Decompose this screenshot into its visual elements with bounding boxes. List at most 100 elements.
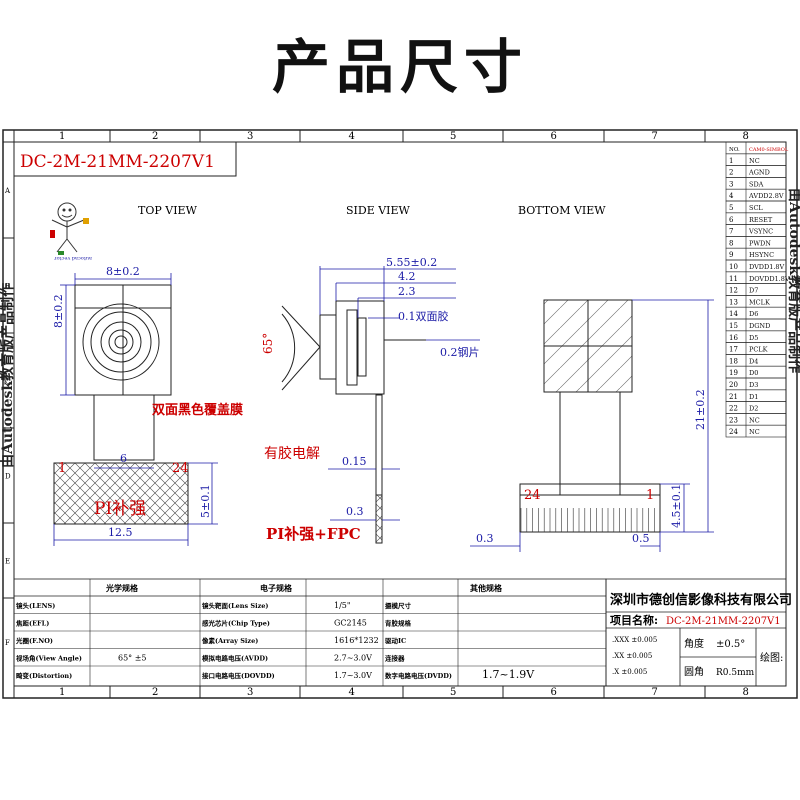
tolerance-line: .XX ±0.005	[612, 652, 652, 660]
pin-signal: AVDD2.8V	[748, 192, 784, 200]
angle-label: 角度	[684, 637, 704, 650]
pin-number: 17	[729, 346, 738, 354]
pin-number: 21	[729, 393, 738, 401]
pin-signal: D0	[749, 369, 758, 377]
top-dim-height: 8±0.2	[52, 294, 65, 328]
spec-header: 光学规格	[105, 583, 139, 593]
top-dim-stiffener-w: 12.5	[108, 526, 133, 539]
spec-table: 光学规格电子规格其他规格镜头(LENS)焦距(EFL)光圈(F.NO)视场角(V…	[13, 578, 607, 687]
pin-number: 3	[729, 180, 733, 188]
spec-label: 镜头靶面(Lens Size)	[202, 601, 269, 610]
pin-signal: DOVDD1.8V	[749, 275, 790, 283]
grid-column-label-1: 1	[59, 131, 65, 142]
pin-number: 23	[729, 416, 738, 424]
spec-header: 电子规格	[260, 583, 293, 593]
spec-value: 1.7~3.0V	[334, 671, 372, 680]
grid-column-label-bottom-2: 2	[152, 687, 158, 698]
pin-number: 20	[729, 381, 738, 389]
pin-number: 13	[729, 298, 738, 306]
spec-value: 1616*1232	[334, 636, 379, 645]
pin-number: 2	[729, 169, 733, 177]
grid-row-label-E: E	[5, 558, 10, 566]
side-dim-total: 5.55±0.2	[386, 256, 437, 269]
pin-signal: DVDD1.8V	[749, 263, 785, 271]
grid-row-label-C: C	[5, 378, 10, 386]
part-number: DC-2M-21MM-2207V1	[20, 152, 215, 172]
pin-signal: MCLK	[749, 298, 770, 306]
watermark-right: 由Autodesk教育版产品制作	[786, 188, 800, 373]
outer-border	[2, 129, 798, 699]
pin-signal: D2	[749, 405, 758, 413]
pin-number: 18	[729, 357, 738, 365]
bottom-dim-length: 21±0.2	[694, 389, 707, 430]
pin-number: 8	[729, 239, 733, 247]
grid-row-label-A: A	[4, 187, 11, 195]
side-dims	[319, 266, 480, 521]
pin-number: 15	[729, 322, 738, 330]
drawing-label: 绘图:	[760, 651, 783, 664]
pin-signal: D5	[749, 334, 758, 342]
grid-column-label-3: 3	[247, 131, 253, 142]
spec-label: 视场角(View Angle)	[16, 654, 82, 663]
grid-column-label-5: 5	[450, 131, 456, 142]
pin-number: 24	[729, 428, 738, 436]
grid-column-label-bottom-6: 6	[551, 687, 557, 698]
top-dim-pin-span: 6	[120, 452, 127, 465]
pin-signal: SDA	[749, 180, 764, 188]
pin-signal: DGND	[749, 322, 770, 330]
spec-value: 65° ±5	[118, 654, 147, 663]
top-pin-first: 1	[58, 461, 66, 476]
side-view-label: SIDE VIEW	[346, 204, 411, 217]
spec-value: GC2145	[334, 619, 367, 628]
bottom-dim-pad: 0.5	[632, 532, 650, 545]
pin-signal: D3	[749, 381, 758, 389]
grid-column-label-bottom-7: 7	[652, 687, 658, 698]
top-stiffener-label: PI补强	[94, 499, 146, 519]
pin-signal: AGND	[748, 169, 770, 177]
side-dim-b: 2.3	[398, 285, 416, 298]
spec-label: 驱动IC	[385, 636, 406, 645]
pin-signal: D6	[749, 310, 758, 318]
pin-number: 22	[729, 405, 738, 413]
radius-label: 圆角	[684, 666, 704, 678]
grid-column-label-bottom-3: 3	[247, 687, 253, 698]
spec-label: 摄模尺寸	[385, 601, 412, 610]
bottom-dim-pitch: 0.3	[476, 532, 494, 545]
pin-number: 12	[729, 287, 738, 295]
side-note-tape: 0.1双面胶	[398, 309, 449, 323]
pin-signal: D7	[749, 287, 758, 295]
spec-label: 镜头(LENS)	[16, 601, 55, 610]
grid-row-label-B: B	[5, 283, 10, 291]
top-note-cover: 双面黑色覆盖膜	[152, 402, 243, 418]
top-dims	[53, 273, 218, 546]
spec-label: 光圈(F.NO)	[15, 636, 53, 645]
bottom-pin-last: 24	[524, 488, 541, 503]
watermark-left: 由Autodesk教育版产品制作	[0, 283, 16, 468]
pin-number: 19	[729, 369, 738, 377]
side-dim-a: 4.2	[398, 270, 416, 283]
bottom-pin-first: 1	[646, 488, 654, 503]
pin-signal: SCL	[749, 204, 763, 212]
pin-signal: NC	[749, 157, 760, 165]
top-dim-width: 8±0.2	[106, 265, 140, 278]
page-title: 产品尺寸	[271, 33, 528, 101]
top-pin-last: 24	[172, 461, 189, 476]
pin-number: 5	[729, 204, 733, 212]
grid-column-label-bottom-5: 5	[450, 687, 456, 698]
side-view	[281, 300, 426, 544]
bottom-dim-stiffener-h: 4.5±0.1	[670, 484, 683, 528]
pin-signal: HSYNC	[749, 251, 774, 259]
project-label: 项目名称:	[610, 613, 658, 627]
pin-signal: D1	[749, 393, 758, 401]
tolerance-line: .X ±0.005	[612, 668, 647, 676]
side-note-steel: 0.2钢片	[440, 346, 480, 359]
pin-number: 16	[729, 334, 738, 342]
angle-value: ±0.5°	[716, 639, 745, 650]
side-dim-fpc: 0.15	[342, 455, 367, 468]
pin-number: 14	[729, 310, 738, 318]
spec-label: 像素(Array Size)	[202, 636, 258, 645]
top-view-label: TOP VIEW	[138, 204, 198, 217]
spec-label: 数字电路电压(DVDD)	[385, 671, 452, 680]
pin-number: 4	[729, 192, 734, 200]
